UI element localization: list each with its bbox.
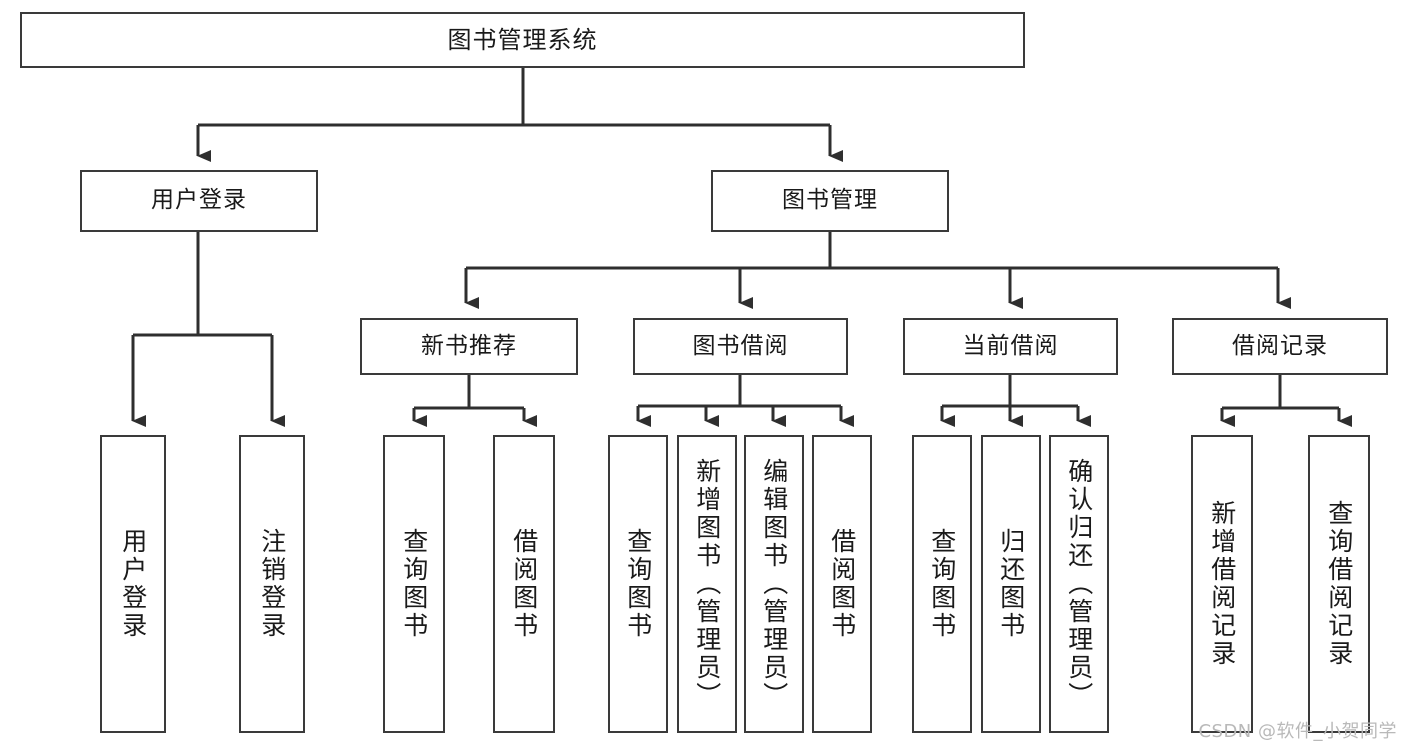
node-leaf-borrow-book-1[interactable]: 借阅图书 xyxy=(493,435,555,733)
node-label: 新增借阅记录 xyxy=(1207,500,1237,668)
node-label: 图书借阅 xyxy=(692,332,789,359)
node-leaf-query-book-2[interactable]: 查询图书 xyxy=(608,435,668,733)
node-leaf-return-book[interactable]: 归还图书 xyxy=(981,435,1041,733)
node-leaf-add-borrow-record[interactable]: 新增借阅记录 xyxy=(1191,435,1253,733)
node-leaf-query-borrow-record[interactable]: 查询借阅记录 xyxy=(1308,435,1370,733)
node-label: 注销登录 xyxy=(257,528,287,640)
node-leaf-confirm-return-admin[interactable]: 确认归还（管理员） xyxy=(1049,435,1109,733)
node-current-borrow[interactable]: 当前借阅 xyxy=(903,318,1118,375)
node-label: 借阅图书 xyxy=(827,528,857,640)
node-label: 借阅记录 xyxy=(1232,332,1328,359)
node-label: 查询图书 xyxy=(623,528,653,640)
node-label: 归还图书 xyxy=(996,528,1026,640)
node-label: 编辑图书（管理员） xyxy=(759,458,789,710)
node-label: 图书管理 xyxy=(782,187,878,214)
node-label: 用户登录 xyxy=(118,528,148,640)
node-label: 当前借阅 xyxy=(962,332,1059,359)
csdn-watermark: CSDN @软件_小贺同学 xyxy=(1198,721,1397,742)
node-leaf-edit-book-admin[interactable]: 编辑图书（管理员） xyxy=(744,435,804,733)
node-new-book-recommend[interactable]: 新书推荐 xyxy=(360,318,578,375)
node-label: 查询图书 xyxy=(399,528,429,640)
node-label: 用户登录 xyxy=(151,187,247,214)
node-label: 图书管理系统 xyxy=(447,25,598,54)
node-label: 新增图书（管理员） xyxy=(692,458,722,710)
node-leaf-add-book-admin[interactable]: 新增图书（管理员） xyxy=(677,435,737,733)
node-leaf-query-book-3[interactable]: 查询图书 xyxy=(912,435,972,733)
node-book-management-system[interactable]: 图书管理系统 xyxy=(20,12,1025,68)
node-leaf-borrow-book-2[interactable]: 借阅图书 xyxy=(812,435,872,733)
node-label: 新书推荐 xyxy=(421,332,517,359)
node-borrow-record[interactable]: 借阅记录 xyxy=(1172,318,1388,375)
node-label: 查询借阅记录 xyxy=(1324,500,1354,668)
node-label: 确认归还（管理员） xyxy=(1064,458,1094,710)
node-book-borrow[interactable]: 图书借阅 xyxy=(633,318,848,375)
node-label: 借阅图书 xyxy=(509,528,539,640)
node-label: 查询图书 xyxy=(927,528,957,640)
node-book-management[interactable]: 图书管理 xyxy=(711,170,949,232)
node-user-login[interactable]: 用户登录 xyxy=(80,170,318,232)
node-leaf-logout-login[interactable]: 注销登录 xyxy=(239,435,305,733)
node-leaf-user-login[interactable]: 用户登录 xyxy=(100,435,166,733)
node-leaf-query-book-1[interactable]: 查询图书 xyxy=(383,435,445,733)
